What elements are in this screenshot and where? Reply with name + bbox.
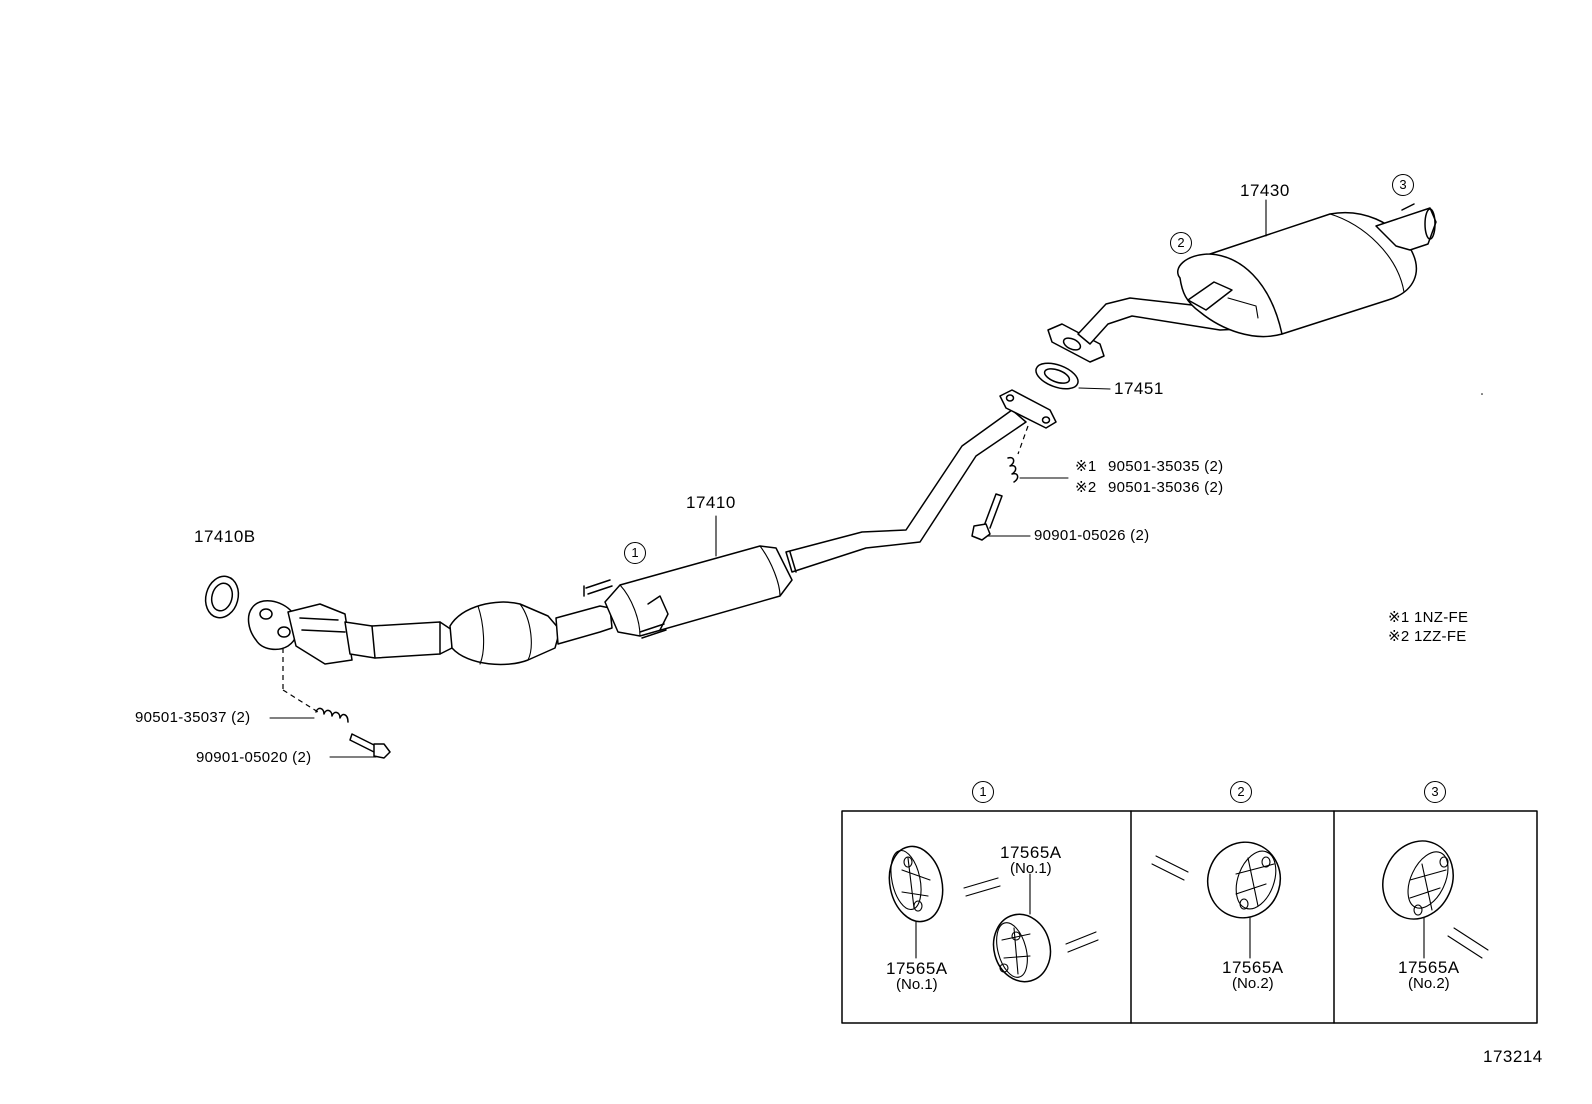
label-spring-left: 90501-35037 (2) <box>135 709 251 726</box>
marker-circle-1: 1 <box>624 542 646 564</box>
right-fasteners <box>971 425 1069 541</box>
marker-circle-2: 2 <box>1170 232 1192 254</box>
gasket-17451 <box>1035 362 1111 390</box>
hanger-rubber-2 <box>1207 841 1281 959</box>
panel-3-label: 17565A <box>1398 958 1460 977</box>
marker-note-1: ※1 <box>1075 458 1097 475</box>
panel-1-sub-b: (No.1) <box>1010 860 1052 877</box>
label-spring-right-2: 90501-35036 (2) <box>1108 479 1224 496</box>
note-engine-1: ※1 1NZ-FE <box>1388 609 1469 626</box>
panel-3-sub: (No.2) <box>1408 975 1450 992</box>
label-17410: 17410 <box>686 493 736 512</box>
label-spring-right-1: 90501-35035 (2) <box>1108 458 1224 475</box>
panel-1-label-a: 17565A <box>886 959 948 978</box>
panel-1-sub-a: (No.1) <box>896 976 938 993</box>
label-bolt-left: 90901-05020 (2) <box>196 749 312 766</box>
marker-note-2: ※2 <box>1075 479 1097 496</box>
front-pipe <box>247 600 613 666</box>
panel-3-marker: 3 <box>1424 781 1446 803</box>
hanger-pin-2 <box>1151 855 1189 881</box>
panel-2-marker: 2 <box>1230 781 1252 803</box>
tail-pipe <box>1047 199 1437 363</box>
note-engine-2: ※2 1ZZ-FE <box>1388 628 1467 645</box>
hanger-pin-1b <box>1065 931 1099 953</box>
hanger-pin-3 <box>1447 927 1489 959</box>
marker-circle-3: 3 <box>1392 174 1414 196</box>
stray-dot <box>1481 393 1483 395</box>
center-pipe <box>583 389 1057 639</box>
panel-2-sub: (No.2) <box>1232 975 1274 992</box>
hanger-rubber-1b <box>992 873 1052 983</box>
hanger-pin-1a <box>963 877 1001 897</box>
label-17430: 17430 <box>1240 181 1290 200</box>
left-fasteners <box>269 648 391 759</box>
hanger-panels <box>841 810 1538 1024</box>
panel-1-label-b: 17565A <box>1000 843 1062 862</box>
panel-2-label: 17565A <box>1222 958 1284 977</box>
label-17410B: 17410B <box>194 527 256 546</box>
hanger-rubber-1a <box>888 845 944 959</box>
hanger-rubber-3 <box>1382 840 1454 959</box>
label-17451: 17451 <box>1114 379 1164 398</box>
panel-1-marker: 1 <box>972 781 994 803</box>
figure-number: 173214 <box>1483 1047 1543 1066</box>
label-bolt-right: 90901-05026 (2) <box>1034 527 1150 544</box>
front-gasket-ring <box>204 575 240 619</box>
